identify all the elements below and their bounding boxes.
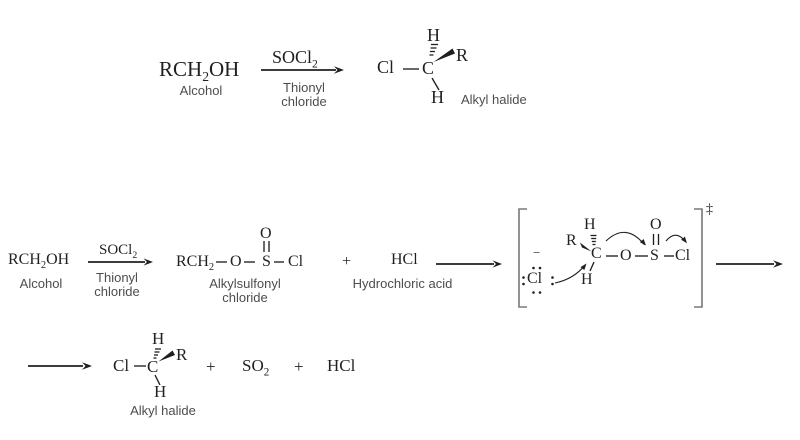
- curved-arrowhead: [681, 236, 687, 244]
- arrowhead: [773, 260, 783, 268]
- curved-arrowhead: [580, 263, 587, 271]
- acid-label: Hydrochloric acid: [352, 276, 453, 291]
- arrowhead: [492, 260, 502, 268]
- reagent-label-line2: chloride: [281, 94, 327, 109]
- sulfur-dioxide-formula: SO2: [242, 357, 269, 378]
- atom-c: C: [147, 357, 159, 376]
- curved-arrow-o-to-s: [605, 231, 645, 246]
- atom-cl: Cl: [113, 356, 130, 375]
- plus-sign: +: [206, 357, 216, 376]
- alcohol-formula: RCH2OH: [8, 252, 69, 272]
- atom-s: S: [650, 247, 659, 264]
- atom-r: R: [566, 232, 577, 249]
- arrowhead: [143, 258, 153, 266]
- formula-sub: 2: [132, 250, 138, 261]
- hashed-bond-c-h: [590, 234, 597, 246]
- atom-h-top: H: [584, 216, 596, 233]
- formula-sub: 2: [40, 260, 47, 272]
- wedge-bond-r-c: [580, 242, 592, 252]
- atom-o-top: O: [260, 225, 272, 242]
- alcohol-formula: RCH2OH: [159, 59, 239, 84]
- curved-arrowhead: [639, 239, 646, 246]
- hashed-bond-c-h: [429, 43, 438, 56]
- atom-cl: Cl: [675, 247, 691, 264]
- left-bracket: [518, 208, 527, 308]
- formula-main: RCH: [8, 251, 41, 268]
- formula-main: RCH: [176, 253, 209, 270]
- formula-main: SOCl: [272, 47, 313, 67]
- bond-c-h: [589, 261, 595, 272]
- atom-o: O: [620, 247, 632, 264]
- atom-c: C: [591, 245, 602, 262]
- formula-end: OH: [46, 251, 70, 268]
- atom-r: R: [176, 345, 188, 364]
- atom-cl: Cl: [377, 57, 395, 77]
- product-label: Alkyl halide: [461, 92, 527, 107]
- wedge-bond-c-r: [158, 350, 175, 362]
- sulfonyl-label-line2: chloride: [222, 290, 268, 305]
- atom-h-bottom: H: [154, 382, 167, 401]
- alcohol-label: Alcohol: [179, 83, 223, 98]
- plus-sign: +: [342, 253, 352, 270]
- arrowhead: [82, 362, 92, 370]
- chloride-ion: Cl: [527, 270, 543, 287]
- reagent-label-line2: chloride: [94, 284, 140, 299]
- arrowhead: [334, 66, 344, 74]
- formula-main: RCH: [159, 57, 203, 81]
- atom-o: O: [230, 253, 242, 270]
- formula-sub: 2: [208, 262, 215, 274]
- bond-c-h: [154, 374, 161, 386]
- double-bond-s-o: [652, 234, 660, 245]
- atom-h-top: H: [427, 25, 440, 45]
- hydrogen-chloride-formula: HCl: [327, 356, 356, 375]
- sulfonyl-ch2-group: RCH2: [176, 254, 214, 274]
- formula-sub: 2: [263, 366, 270, 379]
- formula-sub: 2: [312, 57, 318, 71]
- plus-sign: +: [294, 357, 304, 376]
- formula-main: SOCl: [99, 242, 133, 258]
- double-bond-s-o: [263, 241, 270, 252]
- alcohol-label: Alcohol: [19, 276, 63, 291]
- formula-main: SO: [242, 356, 264, 375]
- acid-formula: HCl: [391, 251, 418, 268]
- formula-end: OH: [209, 57, 240, 81]
- hashed-bond-c-h: [153, 348, 161, 359]
- atom-h-top: H: [152, 329, 165, 348]
- lone-pair-dots: [522, 266, 554, 294]
- sulfonyl-label-line1: Alkylsulfonyl: [209, 276, 281, 291]
- atom-r: R: [456, 45, 469, 65]
- wedge-bond-c-r: [433, 48, 455, 62]
- atom-s: S: [262, 253, 271, 270]
- atom-h-bottom: H: [431, 87, 444, 107]
- reagent-formula: SOCl2: [99, 243, 137, 261]
- reagent-label-line1: Thionyl: [96, 270, 138, 285]
- formula-sub: 2: [202, 69, 210, 85]
- bond-c-h: [431, 77, 440, 91]
- atom-cl: Cl: [288, 253, 304, 270]
- negative-charge: −: [533, 245, 541, 260]
- product-label: Alkyl halide: [130, 403, 196, 418]
- right-bracket: [694, 208, 703, 308]
- atom-c: C: [422, 58, 435, 78]
- atom-h-bottom: H: [581, 271, 593, 288]
- atom-o-top: O: [650, 216, 662, 233]
- double-dagger-symbol: ‡: [706, 202, 713, 217]
- reagent-label-line1: Thionyl: [283, 80, 325, 95]
- reagent-formula: SOCl2: [272, 48, 318, 70]
